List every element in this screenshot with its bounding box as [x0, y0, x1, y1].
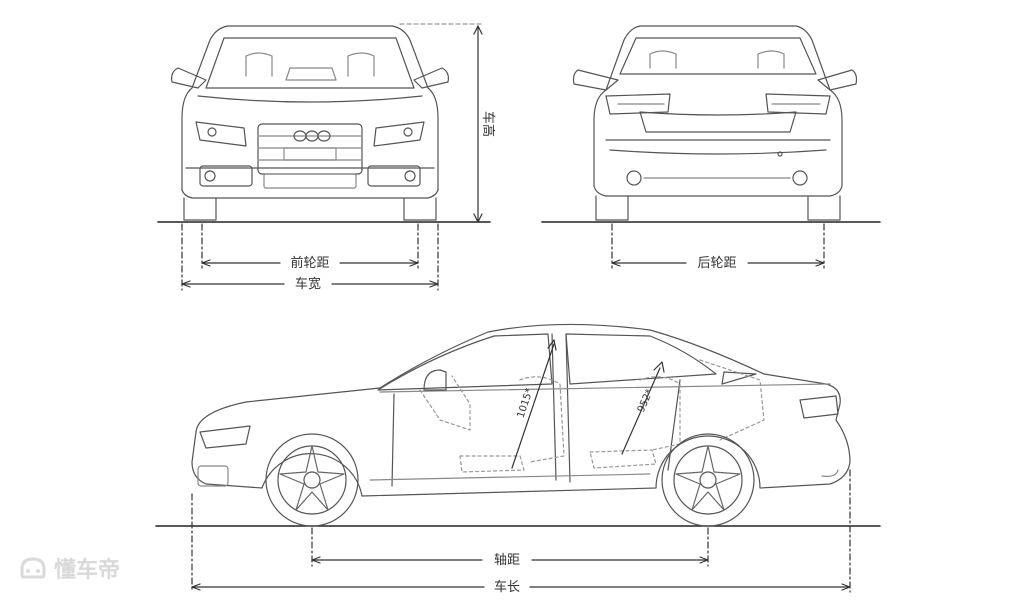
watermark-logo-icon	[20, 557, 46, 579]
side-rear-window	[565, 333, 717, 385]
front-right-tyre	[403, 197, 437, 221]
side-mirror	[423, 369, 447, 391]
side-front-window	[377, 333, 553, 391]
height-label: 车高	[480, 111, 496, 137]
front-view	[157, 23, 491, 223]
front-body-outline	[181, 25, 439, 199]
left-exhaust	[626, 170, 642, 186]
wheelbase-label: 轴距	[494, 553, 520, 568]
side-taillight	[799, 395, 839, 419]
front-left-headlight	[195, 121, 247, 147]
rear-left-taillight	[605, 93, 671, 115]
side-dimension-lines	[191, 469, 851, 593]
rear-headroom-annotation: 952*	[636, 388, 656, 414]
trunk-lid	[639, 111, 797, 133]
rear-right-taillight	[765, 93, 831, 115]
front-left-tyre	[183, 197, 217, 221]
right-exhaust	[792, 170, 808, 186]
rear-body-outline	[593, 25, 843, 197]
rear-view	[541, 25, 881, 223]
side-rear-wheel	[661, 433, 755, 527]
side-front-wheel	[265, 433, 359, 527]
front-track-label: 前轮距	[290, 255, 329, 271]
rear-track-label: 后轮距	[697, 256, 736, 271]
rear-window	[619, 37, 817, 75]
length-label: 车长	[494, 579, 520, 595]
front-windshield	[205, 37, 415, 89]
side-headlight	[199, 425, 251, 449]
rear-right-tyre	[807, 195, 841, 221]
side-view	[155, 323, 881, 527]
side-body-outline	[191, 323, 851, 497]
rear-left-mirror	[572, 69, 619, 91]
front-dimension-lines	[181, 223, 439, 291]
front-left-mirror	[171, 67, 207, 89]
watermark-text: 懂车帝	[54, 558, 121, 583]
front-right-mirror	[413, 67, 449, 89]
rear-dimension-lines	[611, 223, 825, 269]
watermark: 懂车帝	[18, 552, 120, 584]
front-right-headlight	[373, 121, 425, 147]
rear-right-mirror	[817, 69, 858, 91]
width-label: 车宽	[295, 276, 321, 292]
front-headroom-annotation: 1015*	[516, 387, 536, 419]
rear-left-tyre	[595, 195, 629, 221]
